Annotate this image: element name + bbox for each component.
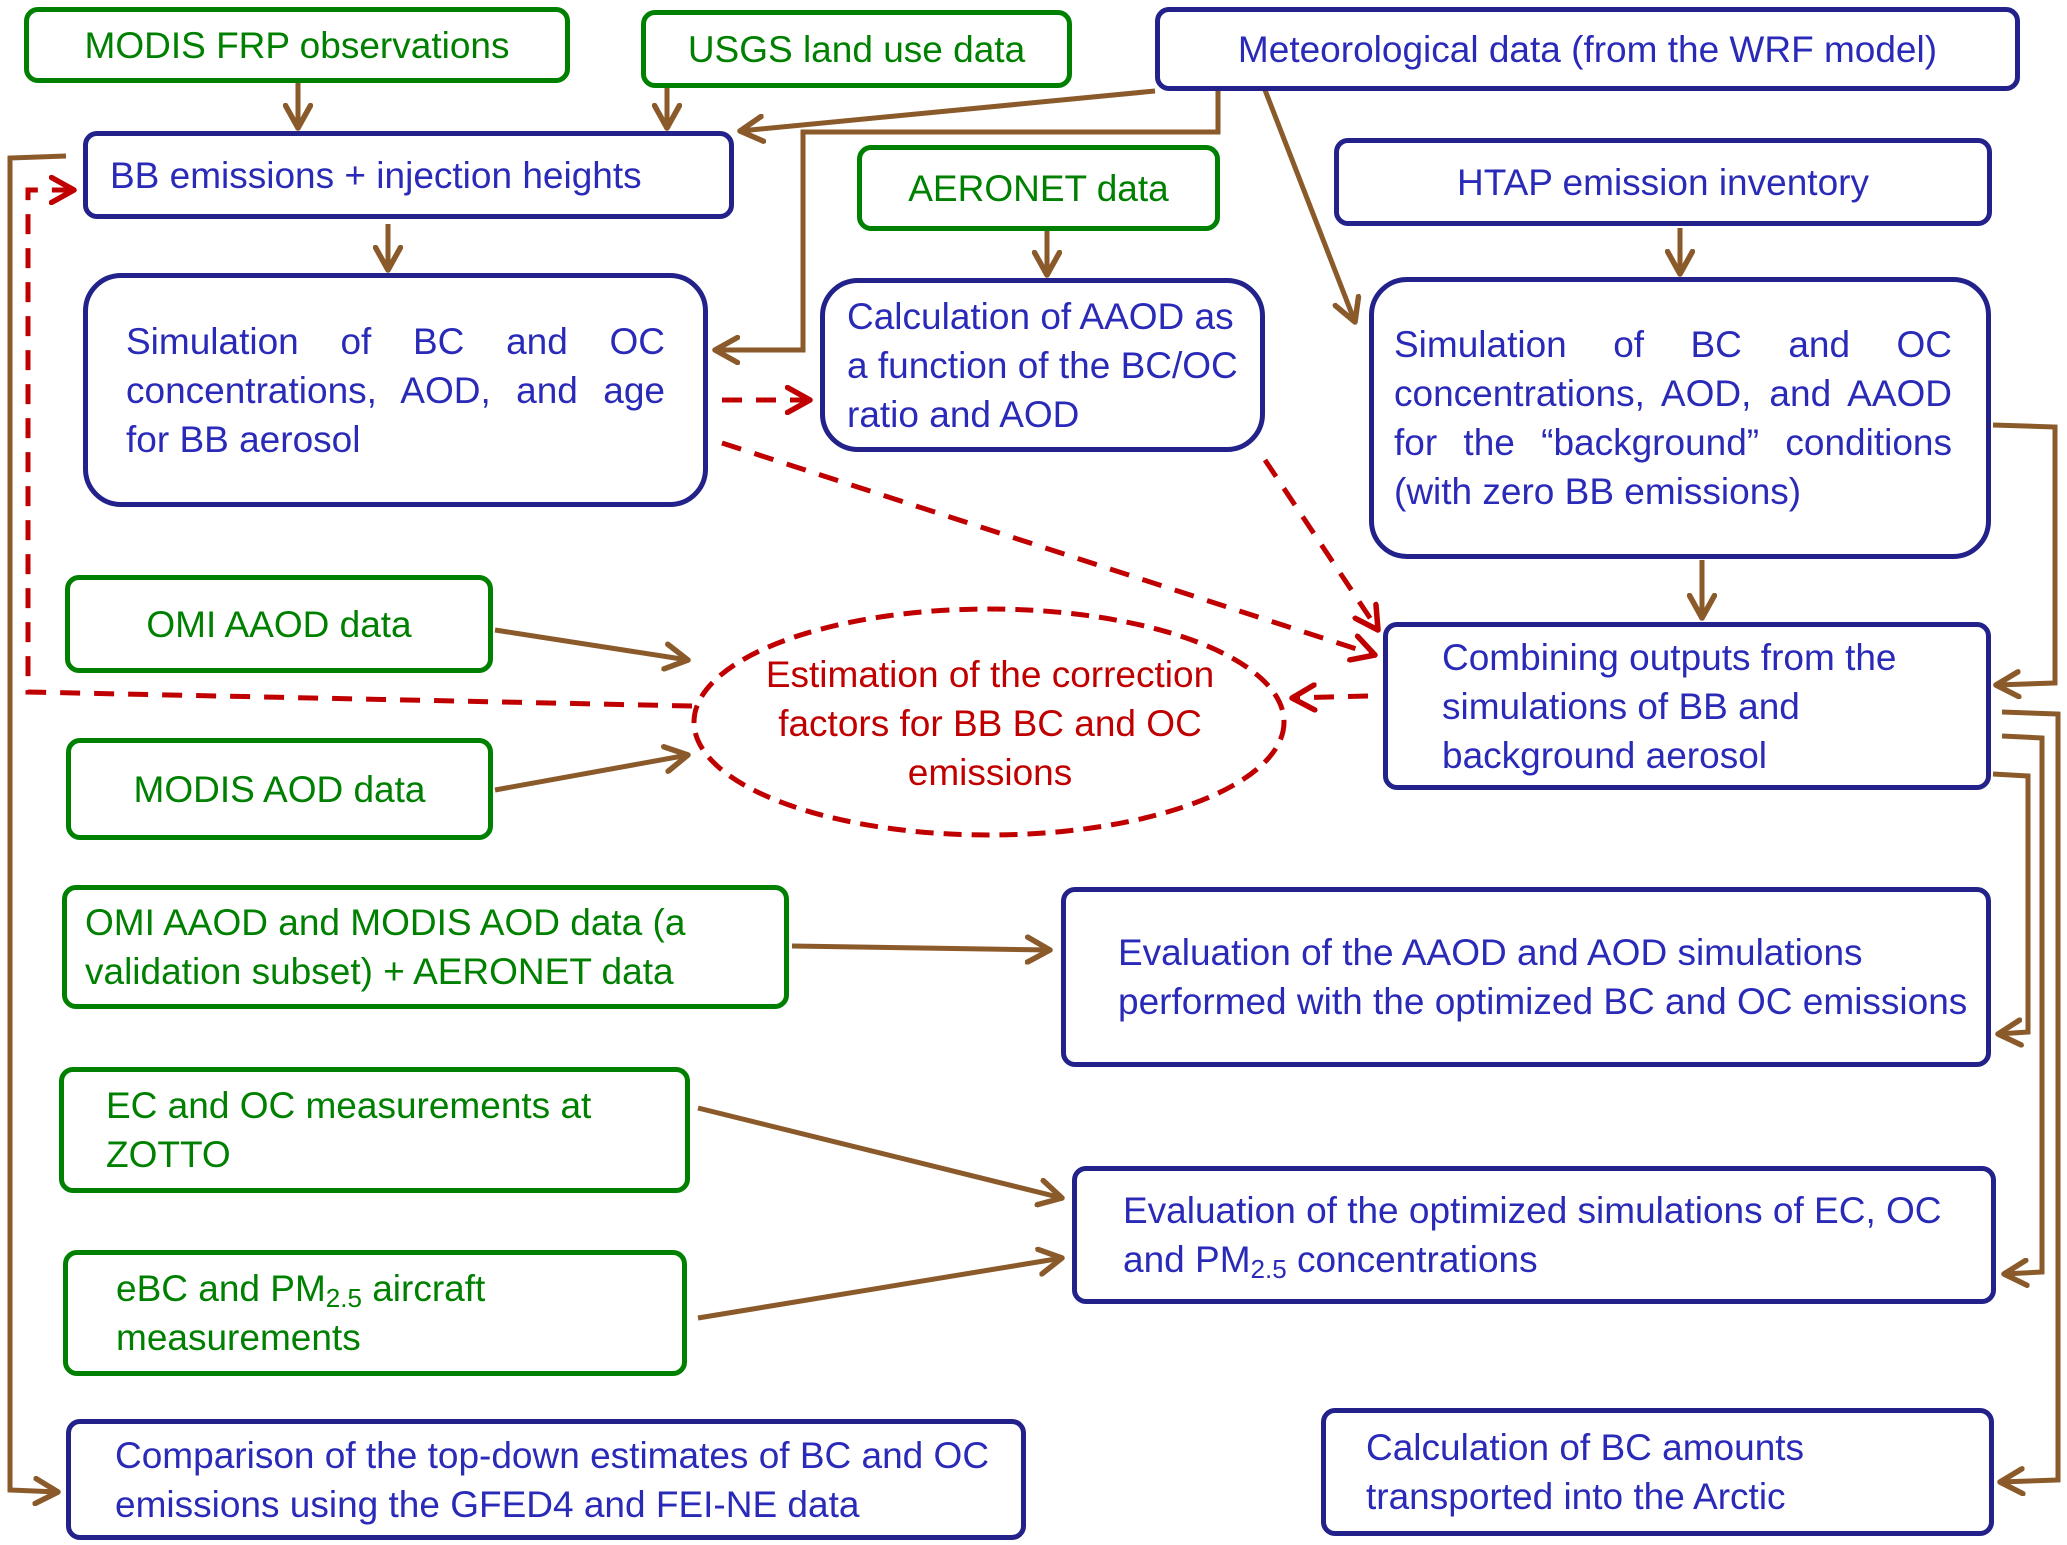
node-label: OMI AAOD data [146, 603, 412, 645]
node-estimation-correction-factors[interactable]: Estimation of the correction factors for… [730, 650, 1250, 797]
node-modis-aod-data[interactable]: MODIS AOD data [66, 738, 493, 840]
arrow-validation-to-eval-aaod [791, 946, 1050, 950]
node-bc-transported-arctic[interactable]: Calculation of BC amounts transported in… [1321, 1408, 1994, 1536]
subscript: 2.5 [325, 1283, 362, 1313]
node-evaluation-aaod-aod[interactable]: Evaluation of the AAOD and AOD simulatio… [1061, 887, 1991, 1067]
node-label: Calculation of BC amounts transported in… [1366, 1427, 1805, 1517]
arrow-combining-to-eval-aaod [1992, 771, 2031, 1034]
node-label: EC and OC measurements at ZOTTO [106, 1085, 592, 1175]
node-simulation-bb-aerosol[interactable]: Simulation of BC and OC concentrations, … [83, 273, 708, 507]
label-text: aircraft measurements [116, 1268, 486, 1358]
node-label: Meteorological data (from the WRF model) [1237, 28, 1938, 70]
dashed-arrow-combining-to-estimation [1292, 696, 1369, 698]
node-label: Combining outputs from the simulations o… [1442, 636, 1897, 776]
node-label: HTAP emission inventory [1457, 161, 1869, 203]
node-label: MODIS FRP observations [84, 24, 510, 66]
node-simulation-background[interactable]: Simulation of BC and OC concentrations, … [1369, 277, 1991, 559]
node-calculation-of-aaod[interactable]: Calculation of AAOD as a function of the… [820, 278, 1265, 452]
label-text: concentrations [1286, 1239, 1538, 1280]
node-ebc-pm-aircraft[interactable]: eBC and PM2.5 aircraft measurements [63, 1250, 687, 1376]
node-label: OMI AAOD and MODIS AOD data (a validatio… [85, 902, 686, 992]
arrow-met-to-sim-background [1262, 89, 1355, 322]
node-validation-subset-data[interactable]: OMI AAOD and MODIS AOD data (a validatio… [62, 885, 789, 1009]
arrow-met-to-bb-emissions [740, 88, 1156, 131]
node-label: Evaluation of the optimized simulations … [1123, 1186, 1991, 1284]
arrow-sim-background-side-to-combining [1992, 422, 2058, 685]
node-label: MODIS AOD data [133, 768, 426, 810]
node-label: BB emissions + injection heights [110, 154, 642, 196]
node-modis-frp-observations[interactable]: MODIS FRP observations [24, 7, 570, 83]
node-label: Evaluation of the AAOD and AOD simulatio… [1118, 932, 1968, 1022]
node-label: AERONET data [908, 167, 1169, 209]
subscript: 2.5 [1250, 1254, 1287, 1284]
label-text: Evaluation of the optimized simulations … [1123, 1190, 1942, 1280]
node-combining-outputs[interactable]: Combining outputs from the simulations o… [1383, 622, 1991, 790]
node-label: eBC and PM2.5 aircraft measurements [116, 1264, 682, 1362]
arrow-combining-to-arctic [2000, 709, 2061, 1482]
node-omi-aaod-data[interactable]: OMI AAOD data [65, 575, 493, 673]
node-label: Comparison of the top-down estimates of … [115, 1434, 990, 1525]
label-text: eBC and PM [116, 1268, 326, 1309]
node-label: Calculation of AAOD as a function of the… [847, 295, 1238, 435]
estimation-ellipse-outline [691, 606, 1287, 838]
node-htap-emission-inventory[interactable]: HTAP emission inventory [1334, 138, 1992, 226]
arrow-omi-aaod-to-estimation [494, 627, 688, 660]
node-label: Simulation of BC and OC concentrations, … [126, 320, 665, 460]
arrow-combining-to-eval-ec [2002, 733, 2045, 1274]
arrow-met-to-sim-bb [715, 90, 1221, 350]
node-label: Simulation of BC and OC concentrations, … [1394, 324, 1952, 512]
node-evaluation-ec-oc-pm[interactable]: Evaluation of the optimized simulations … [1072, 1166, 1996, 1304]
node-meteorological-data[interactable]: Meteorological data (from the WRF model) [1155, 7, 2020, 91]
node-bb-emissions[interactable]: BB emissions + injection heights [83, 131, 734, 219]
arrow-ebc-to-eval-ec [697, 1258, 1062, 1321]
node-label: USGS land use data [687, 28, 1026, 70]
dashed-arrow-sim-bb-to-combining [721, 440, 1375, 655]
node-label: Estimation of the correction factors for… [765, 654, 1215, 793]
arrow-zotto-to-eval-ec [697, 1105, 1062, 1198]
node-comparison-top-down[interactable]: Comparison of the top-down estimates of … [66, 1419, 1026, 1540]
dashed-arrow-calc-aaod-to-combining [1262, 458, 1378, 630]
arrow-bb-emissions-to-comparison [7, 153, 67, 1492]
node-zotto-measurements[interactable]: EC and OC measurements at ZOTTO [59, 1067, 690, 1193]
node-usgs-land-use-data[interactable]: USGS land use data [641, 10, 1072, 88]
arrow-modis-aod-to-estimation [494, 755, 688, 793]
node-aeronet-data[interactable]: AERONET data [857, 145, 1220, 231]
